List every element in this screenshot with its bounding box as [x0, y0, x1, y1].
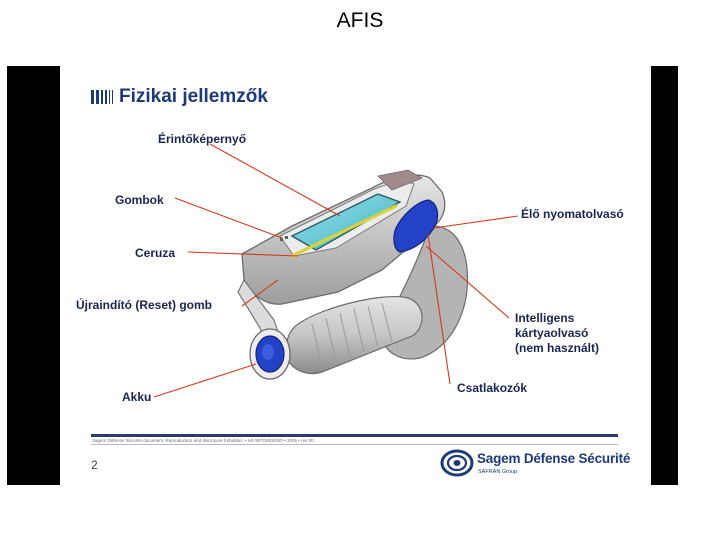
page-title: AFIS [336, 9, 384, 32]
leader-smartcard [425, 245, 510, 319]
leader-stylus [187, 251, 299, 257]
slide-title: Fizikai jellemzők [119, 86, 268, 107]
callout-buttons: Gombok [115, 193, 164, 207]
footer-rule [91, 434, 618, 437]
handle [285, 296, 423, 375]
device-illustration [153, 143, 519, 398]
stylus-icon [290, 204, 398, 258]
callout-battery: Akku [122, 390, 152, 404]
sagem-swoosh-icon [440, 449, 474, 477]
leader-reset [241, 279, 279, 307]
footer-fine-print: Sagem Défense Sécurité document. Reprodu… [92, 438, 314, 443]
callout-connectors: Csatlakozók [457, 381, 528, 395]
callout-smart-card: Intelligens kártyaolvasó (nem használt) [515, 311, 635, 356]
sagem-logo: Sagem Défense Sécurité SAFRAN Group [440, 445, 640, 481]
callout-smart-card-line3: (nem használt) [515, 341, 600, 355]
leader-connectors [427, 233, 451, 385]
callout-smart-card-line1: Intelligens [515, 311, 575, 325]
title-bars-icon [91, 90, 115, 104]
leader-battery [153, 363, 257, 398]
callout-reset: Újraindító (Reset) gomb [76, 298, 213, 312]
callout-smart-card-line2: kártyaolvasó [515, 326, 589, 340]
page-number: 2 [91, 458, 98, 472]
leader-fingerprint [433, 215, 519, 229]
callout-stylus: Ceruza [135, 246, 176, 260]
footer-rule-light [91, 444, 618, 445]
logo-group: SAFRAN Group [478, 469, 518, 475]
callout-live-fingerprint: Élő nyomatolvasó [521, 207, 624, 221]
logo-name: Sagem Défense Sécurité [477, 451, 631, 466]
slide: Fizikai jellemzők [60, 66, 651, 485]
touchscreen [290, 193, 402, 251]
fingerprint-reader [393, 199, 439, 253]
leader-touchscreen [209, 143, 341, 217]
callout-touchscreen: Érintőképernyő [158, 132, 247, 146]
leader-buttons [174, 197, 283, 239]
callout-leader-lines [153, 143, 519, 398]
